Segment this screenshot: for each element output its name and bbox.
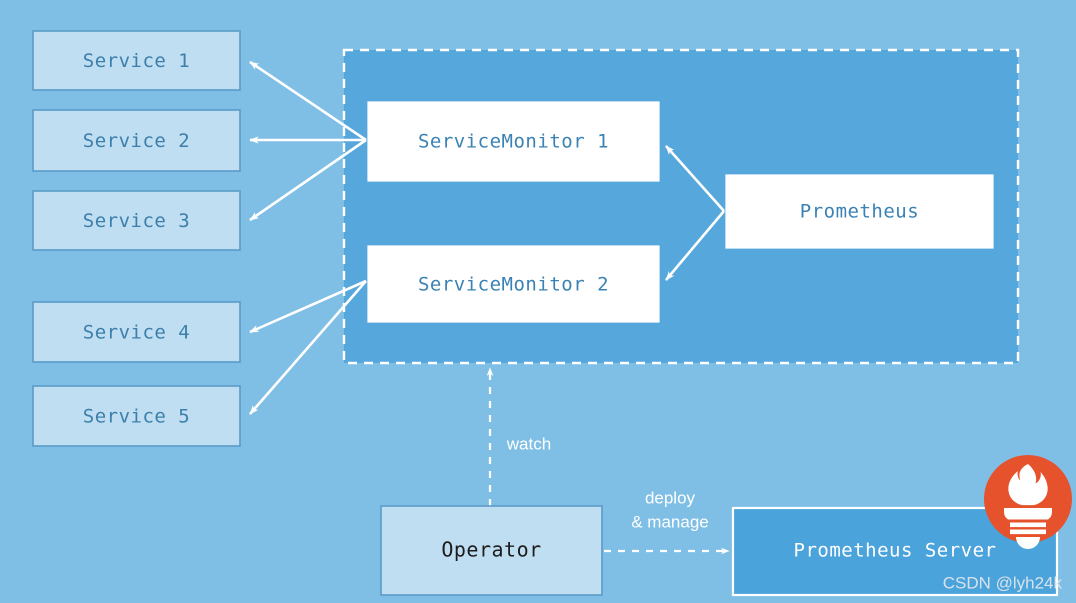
arrow-prometheus-to-sm2 [665,210,725,281]
edge-label-watch: watch [506,434,551,453]
service-box-5-label: Service 5 [83,406,190,428]
service-box-2-label: Service 2 [83,130,190,152]
servicemonitor-box-1[interactable]: ServiceMonitor 1 [367,101,660,182]
servicemonitor-box-2[interactable]: ServiceMonitor 2 [367,245,660,323]
arrow-prometheus-to-sm1 [665,145,725,212]
operator-box[interactable]: Operator [380,505,603,596]
edge-label-manage: & manage [631,512,709,531]
edge-operator-deploy-manage: deploy & manage [604,488,730,555]
prometheus-server-box-label: Prometheus Server [794,540,997,562]
edge-operator-watch: watch [486,367,551,506]
edge-prometheus-to-servicemonitors [665,145,725,281]
prometheus-logo-icon [984,455,1072,549]
csdn-watermark: CSDN @lyh24k [943,573,1063,592]
service-box-3-label: Service 3 [83,210,190,232]
service-box-1-label: Service 1 [83,50,190,72]
edge-servicemonitor2-to-services [249,279,367,415]
servicemonitor-box-2-label: ServiceMonitor 2 [418,274,609,296]
prometheus-box-label: Prometheus [800,201,919,223]
prometheus-box[interactable]: Prometheus [725,174,994,249]
operator-box-label: Operator [441,538,541,562]
arrow-sm1-to-service-1 [249,60,367,142]
service-box-4[interactable]: Service 4 [32,301,241,363]
servicemonitor-box-1-label: ServiceMonitor 1 [418,131,609,153]
service-box-3[interactable]: Service 3 [32,190,241,251]
arrow-sm2-to-service-4 [249,279,367,334]
arrow-sm2-to-service-5 [249,280,367,415]
service-box-4-label: Service 4 [83,322,190,344]
service-box-1[interactable]: Service 1 [32,30,241,91]
arrow-sm1-to-service-3 [249,138,367,222]
edge-label-deploy: deploy [645,488,696,507]
edge-servicemonitor1-to-services [249,60,367,222]
service-box-2[interactable]: Service 2 [32,109,241,172]
service-box-5[interactable]: Service 5 [32,385,241,447]
